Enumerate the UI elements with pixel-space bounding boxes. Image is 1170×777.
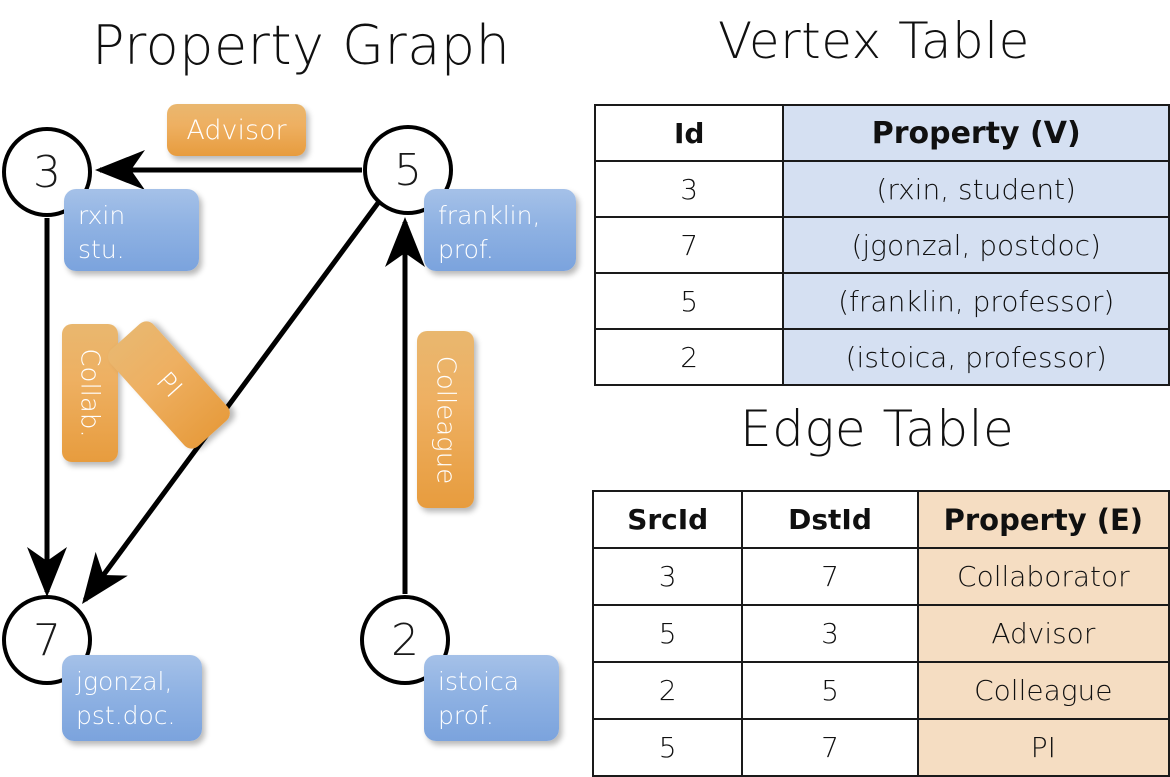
edge-cell-dstid: 5 [741, 661, 919, 720]
graph-node-3-label: 3 [33, 146, 61, 198]
vertex-table-header-id: Id [593, 104, 785, 162]
vertex-property-7-line2: pst.doc. [76, 700, 176, 730]
vertex-cell-property: (jgonzal, postdoc) [782, 216, 1170, 274]
edge-cell-property: Colleague [916, 661, 1170, 720]
vertex-cell-id: 2 [593, 328, 785, 386]
edge-cell-dstid: 7 [741, 718, 919, 777]
vertex-property-box-2: istoica prof. [424, 655, 559, 741]
edge-cell-property: Collaborator [916, 547, 1170, 606]
edge-label-pi-text: PI [150, 366, 188, 404]
vertex-cell-property: (istoica, professor) [782, 328, 1170, 386]
graph-node-2-label: 2 [391, 614, 419, 666]
table-row: 2 (istoica, professor) [593, 328, 1170, 386]
table-row: 7 (jgonzal, postdoc) [593, 216, 1170, 274]
edge-label-advisor: Advisor [167, 104, 306, 156]
vertex-cell-id: 3 [593, 160, 785, 218]
section-title-edge-table: Edge Table [740, 400, 1015, 458]
table-row: 5 7 PI [591, 718, 1170, 777]
vertex-table-header-property: Property (V) [782, 104, 1170, 162]
edge-cell-srcid: 2 [591, 661, 744, 720]
vertex-cell-property: (franklin, professor) [782, 272, 1170, 330]
edge-label-collab-text: Collab. [75, 348, 105, 438]
edge-cell-dstid: 7 [741, 547, 919, 606]
edge-label-advisor-text: Advisor [186, 114, 287, 146]
vertex-property-5-line2: prof. [438, 234, 494, 264]
edge-cell-property: PI [916, 718, 1170, 777]
vertex-property-3-line1: rxin [78, 201, 126, 230]
table-row: 2 5 Colleague [591, 661, 1170, 720]
edge-table-header-row: SrcId DstId Property (E) [591, 490, 1170, 549]
table-row: 5 (franklin, professor) [593, 272, 1170, 330]
edge-table-header-dstid: DstId [741, 490, 919, 549]
edge-cell-dstid: 3 [741, 604, 919, 663]
edge-table-header-srcid: SrcId [591, 490, 744, 549]
vertex-property-box-7: jgonzal, pst.doc. [62, 655, 202, 741]
edge-cell-srcid: 5 [591, 604, 744, 663]
vertex-property-3-line2: stu. [78, 234, 125, 264]
edge-cell-property: Advisor [916, 604, 1170, 663]
graph-edges-canvas [27, 150, 425, 605]
vertex-property-7-line1: jgonzal, [76, 667, 173, 696]
vertex-cell-property: (rxin, student) [782, 160, 1170, 218]
vertex-property-box-5: franklin, prof. [424, 189, 576, 271]
vertex-property-box-3: rxin stu. [64, 189, 199, 271]
graph-node-5-label: 5 [394, 144, 422, 196]
vertex-table-header-row: Id Property (V) [593, 104, 1170, 162]
vertex-property-2-line1: istoica [438, 667, 520, 696]
table-row: 5 3 Advisor [591, 604, 1170, 663]
page-title-property-graph: Property Graph [92, 14, 511, 77]
section-title-vertex-table: Vertex Table [718, 12, 1030, 70]
graph-node-2[interactable]: 2 [360, 595, 450, 685]
vertex-cell-id: 5 [593, 272, 785, 330]
table-row: 3 (rxin, student) [593, 160, 1170, 218]
edge-cell-srcid: 5 [591, 718, 744, 777]
table-row: 3 7 Collaborator [591, 547, 1170, 606]
edge-5-to-7-pi [82, 201, 381, 605]
graph-node-7-label: 7 [33, 614, 61, 666]
graph-node-5[interactable]: 5 [363, 125, 453, 215]
edge-label-colleague-text: Colleague [430, 355, 461, 484]
edge-label-collab: Collab. [62, 324, 118, 462]
vertex-table: Id Property (V) 3 (rxin, student) 7 (jgo… [593, 104, 1170, 386]
vertex-property-5-line1: franklin, [438, 201, 541, 230]
edge-label-colleague: Colleague [417, 331, 474, 508]
edge-table-header-property: Property (E) [916, 490, 1170, 549]
vertex-cell-id: 7 [593, 216, 785, 274]
edge-cell-srcid: 3 [591, 547, 744, 606]
vertex-property-2-line2: prof. [438, 700, 494, 730]
edge-table: SrcId DstId Property (E) 3 7 Collaborato… [591, 490, 1170, 777]
